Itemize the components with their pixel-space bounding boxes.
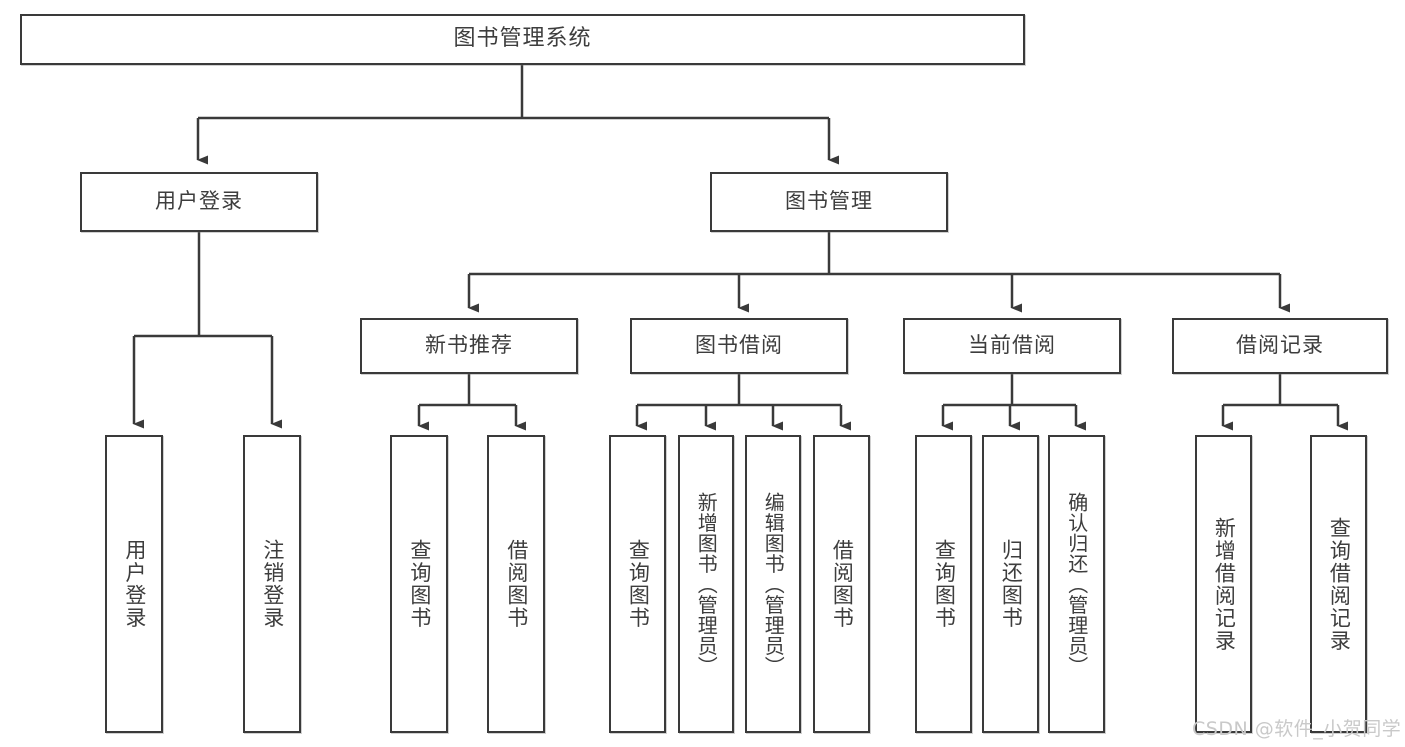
node-leaf-add-book[interactable]: 新增图书（管理员） (678, 435, 734, 733)
node-new-book-rec[interactable]: 新书推荐 (360, 318, 578, 374)
node-leaf-borrow-book-2[interactable]: 借阅图书 (813, 435, 870, 733)
node-leaf-user-login[interactable]: 用户登录 (105, 435, 163, 733)
edge-bookmanage-to-level2 (467, 232, 1290, 313)
node-root[interactable]: 图书管理系统 (20, 14, 1025, 65)
node-leaf-borrow-book-1[interactable]: 借阅图书 (487, 435, 545, 733)
node-leaf-add-record[interactable]: 新增借阅记录 (1195, 435, 1252, 733)
edge-bookborrow-to-leaves (635, 374, 851, 431)
edge-root-to-level1 (196, 65, 839, 165)
node-current-borrow[interactable]: 当前借阅 (903, 318, 1121, 374)
node-leaf-query-book-3[interactable]: 查询图书 (915, 435, 972, 733)
node-leaf-logout[interactable]: 注销登录 (243, 435, 301, 733)
node-leaf-confirm-return[interactable]: 确认归还（管理员） (1048, 435, 1105, 733)
csdn-watermark: CSDN @软件_小贺同学 (1192, 718, 1402, 740)
edge-userlogin-to-leaves (132, 232, 282, 429)
node-book-borrow[interactable]: 图书借阅 (630, 318, 848, 374)
node-book-manage[interactable]: 图书管理 (710, 172, 948, 232)
edge-borrowrecord-to-leaves (1221, 374, 1348, 431)
node-leaf-edit-book[interactable]: 编辑图书（管理员） (745, 435, 801, 733)
edge-currentborrow-to-leaves (941, 374, 1086, 431)
node-user-login[interactable]: 用户登录 (80, 172, 318, 232)
node-leaf-query-book-1[interactable]: 查询图书 (390, 435, 448, 733)
node-leaf-return-book[interactable]: 归还图书 (982, 435, 1039, 733)
node-leaf-query-record[interactable]: 查询借阅记录 (1310, 435, 1367, 733)
node-leaf-query-book-2[interactable]: 查询图书 (609, 435, 666, 733)
node-borrow-record[interactable]: 借阅记录 (1172, 318, 1388, 374)
edge-newbook-to-leaves (417, 374, 526, 431)
